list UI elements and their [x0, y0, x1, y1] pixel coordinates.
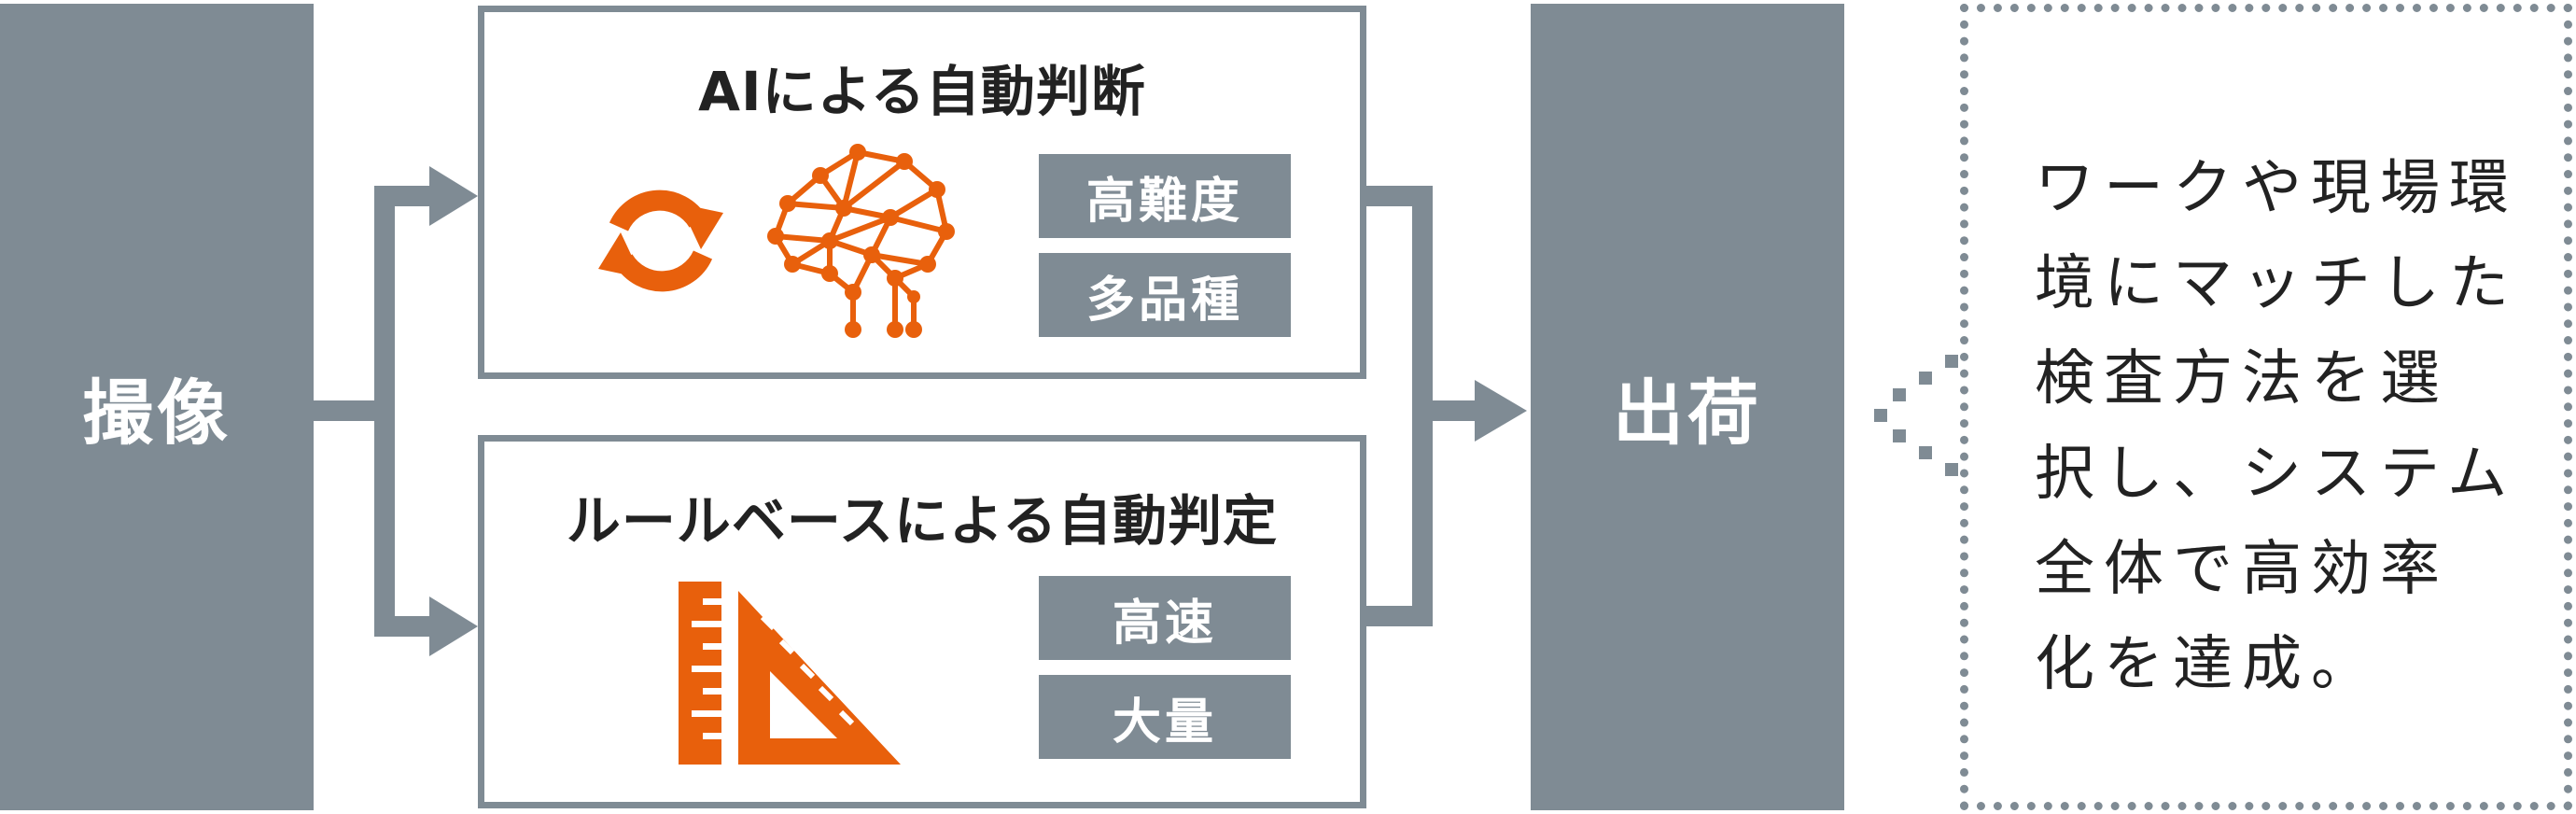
ai-tag-label: 高難度	[1085, 173, 1243, 230]
callout-line-6: 化を達成。	[2035, 630, 2380, 699]
rule-based-panel: ルールベースによる自動判定 高速 大量	[478, 435, 1366, 808]
callout-box	[1960, 4, 2572, 810]
shipping-label: 出荷	[1613, 372, 1762, 455]
rule-tag-large-volume: 大量	[1039, 675, 1291, 759]
rule-panel-title: ルールベースによる自動判定	[566, 489, 1279, 553]
shipping-block: 出荷	[1531, 4, 1844, 810]
ruler-triangle-icon	[679, 582, 901, 765]
rule-tag-label: 大量	[1112, 694, 1217, 751]
capture-label: 撮像	[82, 372, 231, 455]
callout-line-4: 択し、システム	[2035, 440, 2517, 509]
arrow-to-ai-icon	[429, 166, 478, 226]
rule-tag-high-speed: 高速	[1039, 576, 1291, 660]
arrow-to-shipping-icon	[1475, 380, 1527, 442]
capture-block: 撮像	[0, 4, 314, 810]
ai-brain-icon	[767, 144, 955, 338]
ai-tag-high-difficulty: 高難度	[1039, 154, 1291, 238]
arrow-to-rule-icon	[429, 596, 478, 656]
ai-panel-title: AIによる自動判断	[698, 60, 1146, 123]
ai-judgment-panel: AIによる自動判断 高難度	[478, 6, 1366, 379]
ai-tag-label: 多品種	[1085, 272, 1243, 329]
ai-tag-many-types: 多品種	[1039, 253, 1291, 337]
rule-tag-label: 高速	[1112, 595, 1217, 652]
callout-line-3: 検査方法を選	[2035, 344, 2449, 414]
callout-line-1: ワークや現場環	[2035, 154, 2518, 223]
refresh-icon	[598, 189, 723, 292]
callout-pointer-icon	[1874, 355, 1958, 476]
callout-line-2: 境にマッチした	[2035, 249, 2518, 318]
callout-line-5: 全体で高効率	[2035, 535, 2449, 604]
